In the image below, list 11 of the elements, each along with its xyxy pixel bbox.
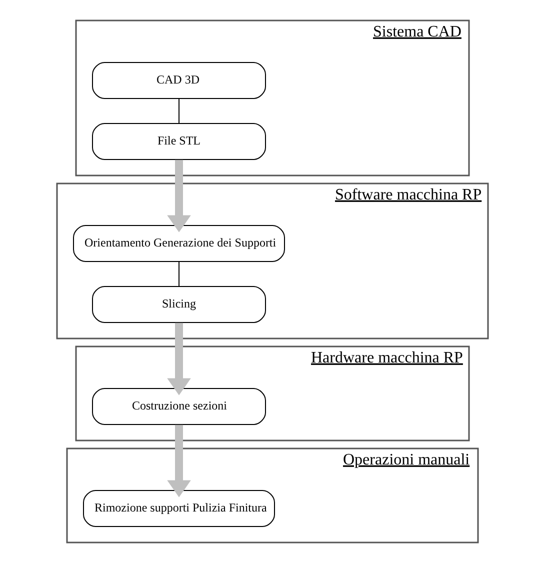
node-box: Rimozione supporti Pulizia Finitura	[82, 490, 274, 527]
node-box: Costruzione sezioni	[92, 388, 266, 425]
connector	[178, 261, 179, 287]
connector	[178, 98, 179, 124]
arrow	[166, 160, 190, 232]
node-box: Slicing	[92, 286, 266, 323]
node-box: Orientamento Generazione dei Supporti	[72, 225, 284, 262]
node-box: File STL	[92, 123, 266, 160]
arrow	[166, 322, 190, 396]
node-box: CAD 3D	[92, 62, 266, 99]
arrow	[166, 424, 190, 498]
